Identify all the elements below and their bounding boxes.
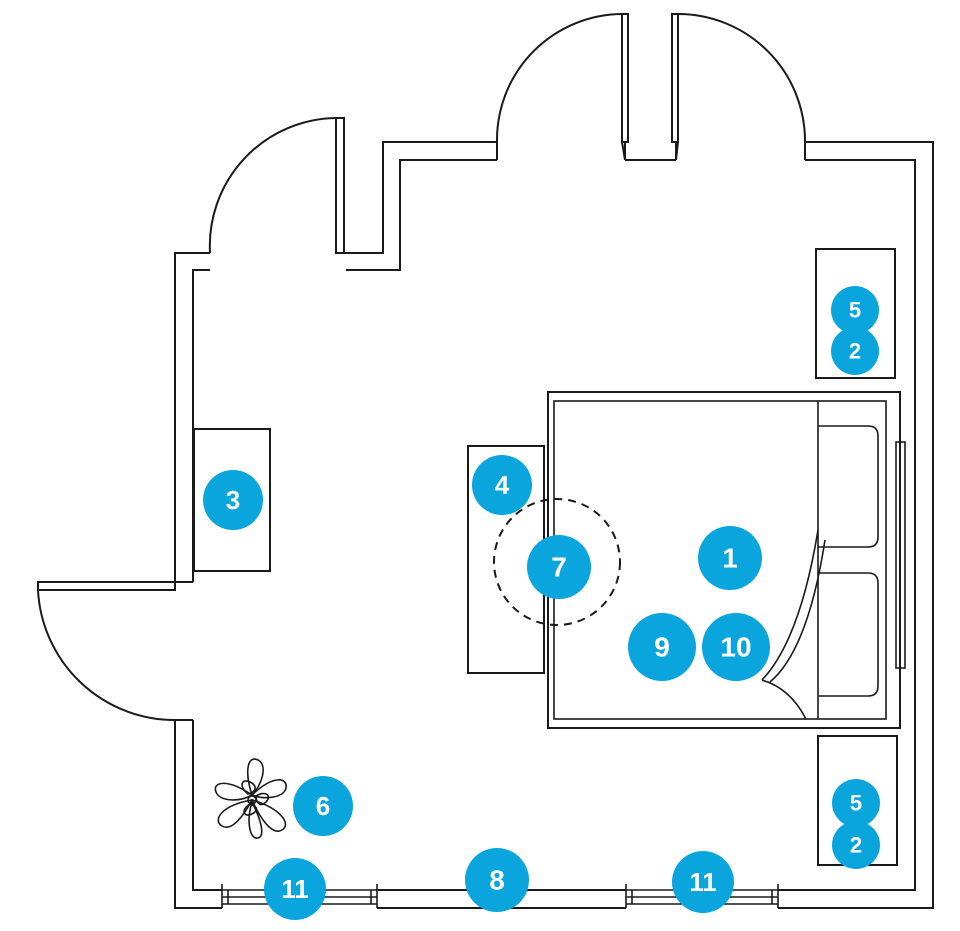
svg-text:10: 10 — [720, 632, 751, 663]
svg-text:4: 4 — [495, 470, 510, 500]
svg-text:9: 9 — [654, 632, 670, 663]
badge-window-right: 11 — [672, 851, 734, 913]
door-top-left — [208, 117, 345, 254]
badge-window-left: 11 — [264, 858, 326, 920]
badge-rug: 7 — [527, 535, 591, 599]
badge-desk: 3 — [203, 470, 263, 530]
bed-shape — [547, 391, 906, 729]
svg-text:5: 5 — [850, 791, 862, 816]
svg-text:8: 8 — [489, 865, 505, 896]
badge-plant: 6 — [293, 776, 353, 836]
badge-lamp-bottom: 2 — [832, 821, 880, 869]
door-left — [37, 581, 176, 722]
badge-pillows: 9 — [628, 613, 696, 681]
desk-shape — [193, 428, 271, 572]
svg-text:3: 3 — [226, 485, 240, 515]
svg-text:11: 11 — [689, 867, 717, 897]
svg-text:7: 7 — [551, 552, 567, 583]
svg-text:11: 11 — [281, 874, 309, 904]
badge-lamp-top: 2 — [831, 327, 879, 375]
svg-text:1: 1 — [722, 543, 738, 574]
door-top-double — [495, 13, 807, 143]
nightstand-top-shape — [815, 248, 896, 379]
svg-text:5: 5 — [849, 298, 861, 323]
badge-floor: 8 — [465, 848, 529, 912]
svg-text:6: 6 — [316, 791, 330, 821]
plant-icon — [214, 758, 287, 839]
badge-nightstand-top: 5 — [831, 286, 879, 334]
svg-text:2: 2 — [849, 339, 861, 364]
badge-nightstand-bottom: 5 — [832, 779, 880, 827]
badge-bench: 4 — [472, 455, 532, 515]
svg-text:2: 2 — [850, 833, 862, 858]
badge-bed: 1 — [698, 526, 762, 590]
badge-blanket: 10 — [702, 613, 770, 681]
rug-shape — [493, 498, 621, 626]
